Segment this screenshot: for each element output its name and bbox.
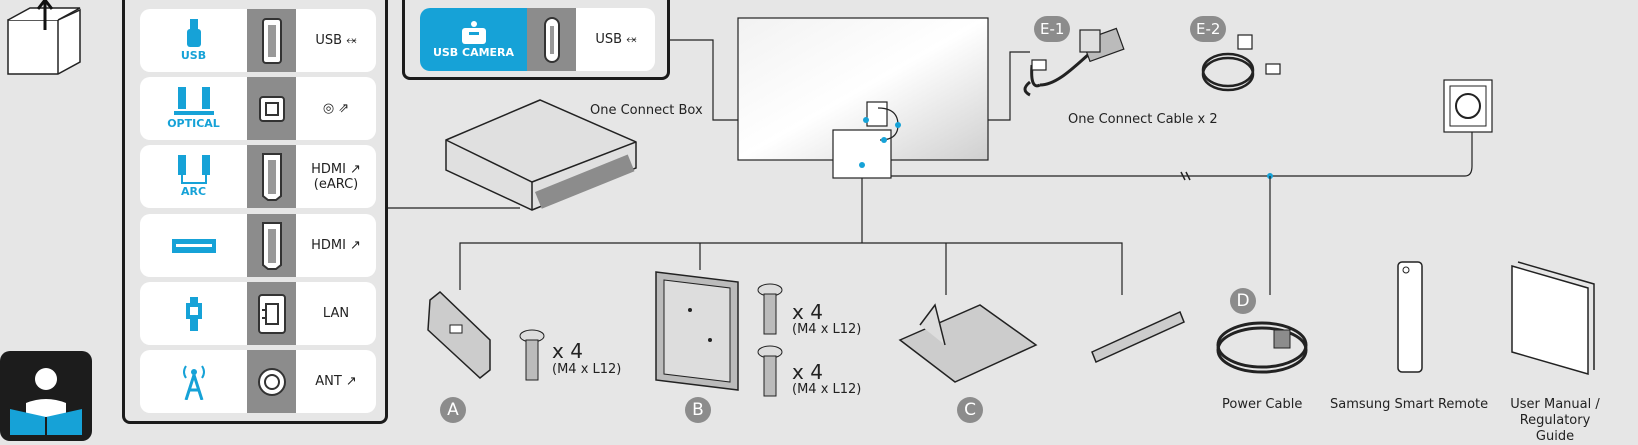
screw-icon: [519, 329, 545, 381]
usb-port-icon: [247, 9, 296, 72]
lan-port-icon: [247, 282, 296, 345]
port-label-lan: LAN: [322, 306, 350, 321]
one-connect-cable-icon: [1023, 27, 1281, 97]
port-label-usb-c: USB ⬾: [595, 32, 637, 47]
screw-quantity: x 4: [792, 360, 823, 384]
unboxing-icon: [0, 0, 90, 80]
stand-label-c: C: [957, 397, 983, 423]
port-label-hdmi: HDMI ↗: [311, 238, 361, 253]
port-row-optical: OPTICAL ◎ ⇗: [140, 77, 376, 140]
manual-label-line1: User Manual /: [1510, 397, 1600, 412]
port-label-antenna: ANT ↗: [315, 374, 357, 389]
port-label-hdmi-earc: HDMI ↗ (eARC): [311, 161, 361, 192]
antenna-port-icon: [247, 350, 296, 413]
soundbar-icon: [140, 214, 247, 277]
connection-diagram: [388, 17, 1595, 397]
power-cable-label: Power Cable: [1222, 397, 1303, 412]
port-icon-label: USB: [180, 49, 207, 62]
one-connect-cable-label: One Connect Cable x 2: [1068, 112, 1218, 127]
screw-size: (M4 x L12): [792, 322, 862, 337]
optical-port-icon: [247, 77, 296, 140]
stand-c-icon: [898, 303, 1038, 383]
stand-a-icon: [427, 291, 491, 379]
port-row-usb: USB USB ⬾: [140, 9, 376, 72]
port-label-optical: ◎ ⇗: [322, 101, 350, 116]
remote-control-icon: [1397, 261, 1423, 373]
stand-label-b: B: [685, 397, 711, 423]
ethernet-plug-icon: [140, 282, 247, 345]
remote-label: Samsung Smart Remote: [1330, 397, 1489, 412]
screw-quantity: x 4: [792, 300, 823, 324]
read-manual-icon: [0, 351, 92, 441]
port-row-usb-camera: USB CAMERA USB ⬾: [420, 8, 655, 71]
cable-label-d: D: [1230, 288, 1256, 314]
antenna-icon: [140, 350, 247, 413]
port-row-arc: ARC HDMI ↗ (eARC): [140, 145, 376, 208]
screw-icon: [757, 345, 783, 397]
usb-camera-panel: USB CAMERA USB ⬾: [402, 0, 670, 80]
port-row-antenna: ANT ↗: [140, 350, 376, 413]
one-connect-box-icon: [445, 99, 637, 211]
screw-quantity: x 4: [552, 339, 583, 363]
optical-speaker-icon: OPTICAL: [140, 77, 247, 140]
hdmi-port-icon: [247, 214, 296, 277]
cable-tag-e1: E-1: [1034, 16, 1071, 42]
rear-ports-panel: USB USB ⬾ OPTICAL ◎ ⇗ ARC HDMI ↗ (eARC): [122, 0, 388, 424]
power-cable-icon: [1216, 321, 1308, 374]
stand-label-a: A: [440, 397, 466, 423]
cable-tag-e2: E-2: [1190, 16, 1227, 42]
port-icon-label: OPTICAL: [167, 117, 220, 130]
usb-icon: USB: [140, 9, 247, 72]
manual-label: User Manual / Regulatory Guide: [1500, 397, 1610, 445]
screw-size: (M4 x L12): [792, 382, 862, 397]
screw-icon: [757, 283, 783, 335]
stand-bar-icon: [1091, 310, 1185, 364]
stand-b-icon: [655, 271, 739, 391]
usb-camera-icon: USB CAMERA: [420, 8, 527, 71]
user-manual-icon: [1511, 261, 1595, 375]
arc-speaker-icon: ARC: [140, 145, 247, 208]
port-row-hdmi: HDMI ↗: [140, 214, 376, 277]
port-icon-label: USB CAMERA: [432, 46, 515, 59]
screw-size: (M4 x L12): [552, 362, 622, 377]
manual-label-line2: Regulatory Guide: [1519, 413, 1591, 444]
one-connect-box-label: One Connect Box: [590, 103, 703, 118]
port-row-lan: LAN: [140, 282, 376, 345]
port-icon-label: ARC: [180, 185, 207, 198]
port-label-usb: USB ⬾: [315, 33, 357, 48]
hdmi-port-icon: [247, 145, 296, 208]
usb-c-port-icon: [527, 8, 576, 71]
